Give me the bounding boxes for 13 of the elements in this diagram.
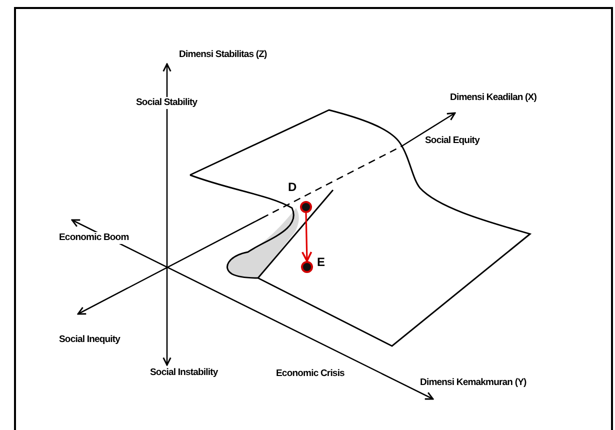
- axis-label: Social Equity: [424, 135, 480, 147]
- axis-label: Economic Boom: [58, 232, 130, 244]
- point-label: D: [288, 180, 297, 194]
- axis-label: Social Instability: [149, 367, 219, 379]
- axis-label: Dimensi Stabilitas (Z): [178, 49, 268, 61]
- axis-label: Social Stability: [135, 97, 198, 109]
- point-label: E: [317, 255, 326, 269]
- arrow: [301, 212, 312, 262]
- point-marker: [300, 201, 312, 213]
- axis-label: Social Inequity: [58, 334, 122, 346]
- point-marker: [301, 261, 313, 273]
- axis-label: Dimensi Keadilan (X): [449, 92, 538, 104]
- axis-label: Dimensi Kemakmuran (Y): [419, 377, 528, 389]
